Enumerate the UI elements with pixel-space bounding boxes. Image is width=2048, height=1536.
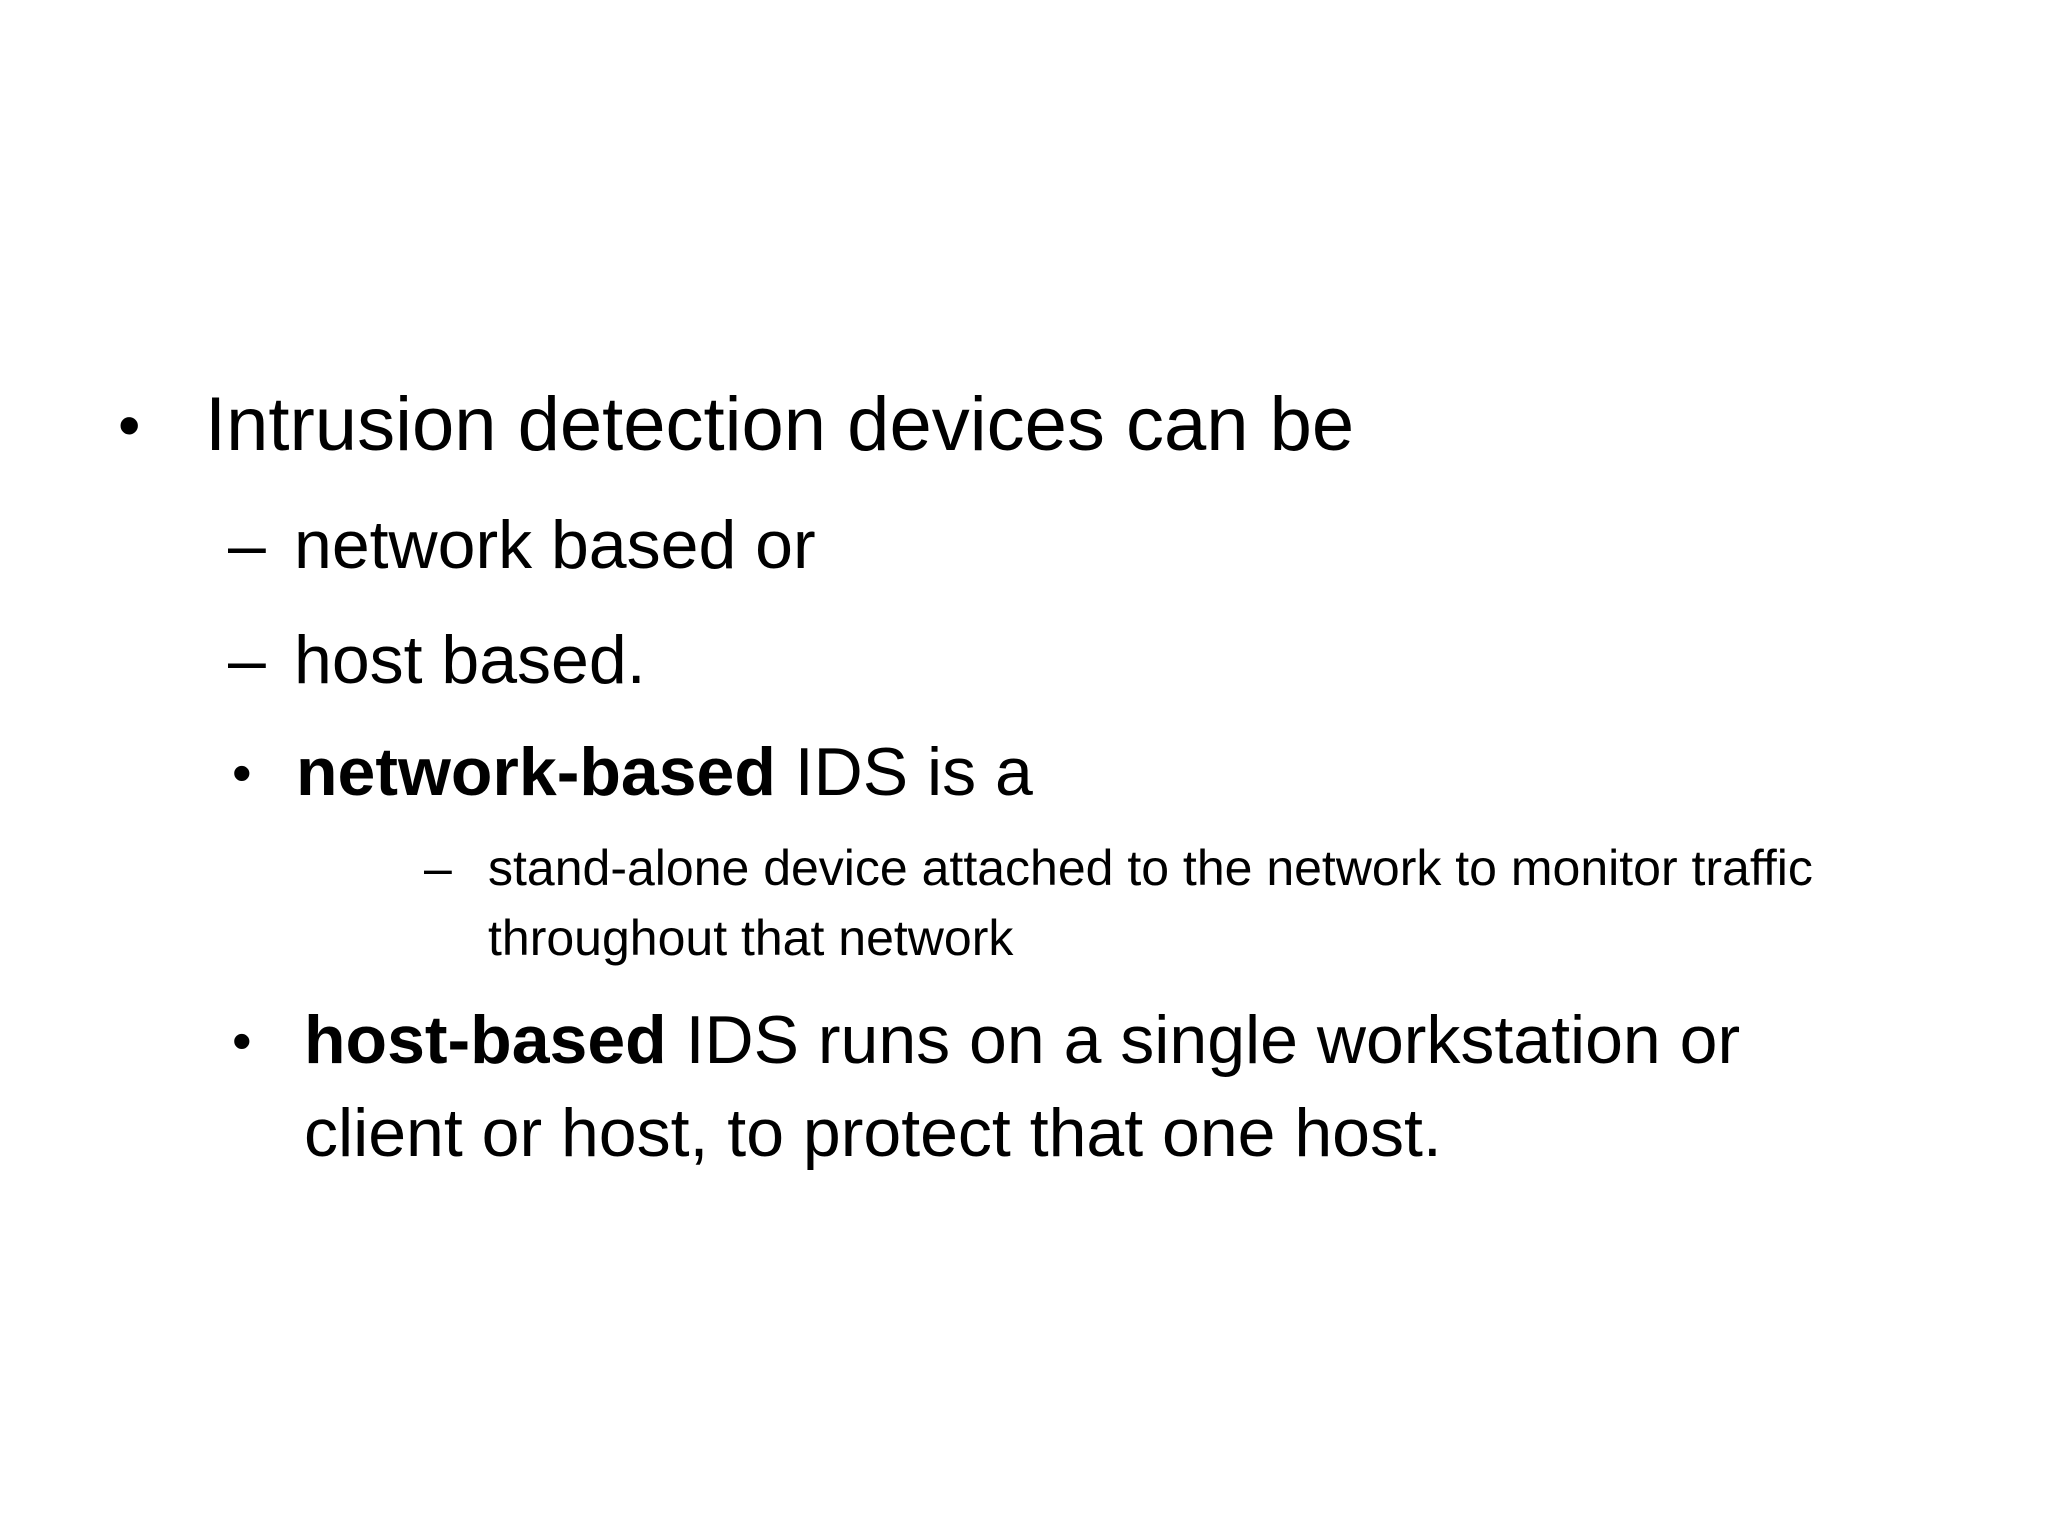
bullet-item-network-based-ids: • network-based IDS is a [0, 725, 2048, 820]
dash-item-network-based: – network based or [0, 498, 2048, 593]
bullet-text-rest: IDS is a [775, 734, 1033, 810]
dash-item-host-based: – host based. [0, 613, 2048, 708]
bold-term-network-based: network-based [296, 734, 776, 810]
dash-icon: – [424, 840, 452, 896]
dash-icon: – [228, 622, 266, 698]
dash-text: stand-alone device attached to the netwo… [488, 840, 1813, 966]
bullet-item-intrusion-detection: • Intrusion detection devices can be [0, 375, 2048, 475]
bullet-text: network-based IDS is a [296, 725, 1033, 820]
bullet-item-host-based-ids: • host-based IDS runs on a single workst… [0, 994, 2048, 1180]
bullet-text: Intrusion detection devices can be [205, 382, 1355, 467]
bullet-icon: • [232, 741, 252, 804]
dash-icon: – [228, 507, 266, 583]
bullet-icon: • [118, 389, 141, 461]
dash-text: network based or [294, 507, 816, 583]
bullet-icon: • [232, 1009, 252, 1072]
dash-text: host based. [294, 622, 646, 698]
dash-item-stand-alone-device: – stand-alone device attached to the net… [0, 833, 2048, 973]
bullet-text: host-based IDS runs on a single workstat… [304, 994, 1740, 1180]
bullet-text-rest: IDS runs on a single workstation or clie… [304, 1002, 1741, 1171]
slide-content: • Intrusion detection devices can be – n… [0, 375, 2048, 1180]
bold-term-host-based: host-based [304, 1002, 667, 1078]
